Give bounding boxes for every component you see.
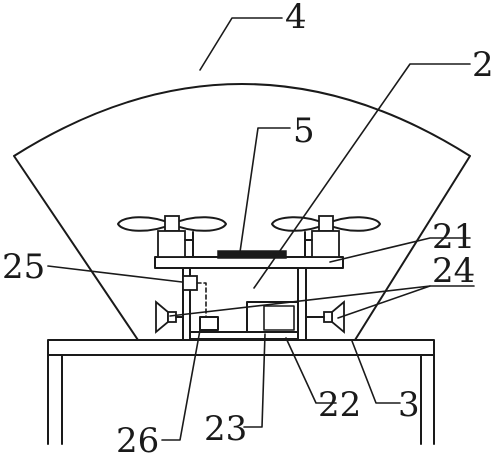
speaker-right (305, 300, 345, 334)
camera-25 (182, 267, 207, 318)
left-rotor (117, 215, 227, 258)
label-22: 22 (318, 385, 361, 425)
label-23: 23 (204, 409, 247, 449)
label-26: 26 (116, 421, 159, 458)
box-23 (263, 305, 295, 331)
box-26 (199, 316, 219, 331)
label-3: 3 (398, 385, 420, 425)
label-24: 24 (432, 251, 475, 291)
label-25: 25 (2, 247, 45, 287)
right-rotor (271, 215, 381, 258)
label-2: 2 (472, 45, 494, 85)
sensor-bar (217, 250, 287, 259)
speaker-left (155, 300, 184, 334)
housing-22 (246, 301, 299, 333)
label-4: 4 (285, 0, 307, 37)
label-21: 21 (432, 217, 475, 257)
canopy (13, 83, 471, 341)
label-5: 5 (293, 111, 315, 151)
leader-lines (47, 17, 475, 441)
